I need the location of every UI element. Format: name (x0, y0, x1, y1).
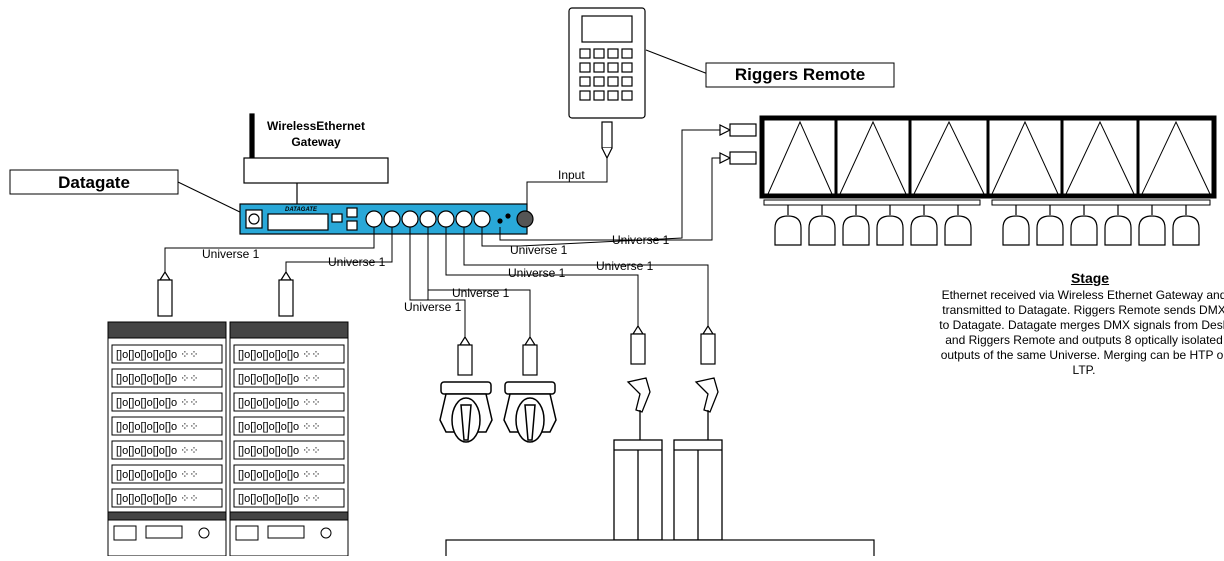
svg-text:[]o[]o[]o[]o[]o ⁘⁘: []o[]o[]o[]o[]o ⁘⁘ (238, 349, 321, 361)
svg-text:[]o[]o[]o[]o[]o ⁘⁘: []o[]o[]o[]o[]o ⁘⁘ (238, 397, 321, 409)
stage-description: Ethernet received via Wireless Ethernet … (939, 288, 1224, 377)
datagate-icon (239, 203, 534, 235)
svg-text:[]o[]o[]o[]o[]o ⁘⁘: []o[]o[]o[]o[]o ⁘⁘ (238, 493, 321, 505)
universe-label-5: Universe 1 (508, 266, 566, 280)
input-label: Input (558, 168, 585, 182)
universe-label-3: Universe 1 (510, 243, 568, 257)
svg-text:[]o[]o[]o[]o[]o ⁘⁘: []o[]o[]o[]o[]o ⁘⁘ (116, 397, 199, 409)
wireless-gateway-label-1: WirelessEthernet (267, 119, 365, 133)
svg-text:[]o[]o[]o[]o[]o ⁘⁘: []o[]o[]o[]o[]o ⁘⁘ (116, 373, 199, 385)
xlr-connector-icon (457, 335, 538, 376)
wireless-gateway-label-2: Gateway (291, 135, 341, 149)
dimmer-rack-glyphs: []o[]o[]o[]o[]o ⁘⁘ []o[]o[]o[]o[]o ⁘⁘ []… (116, 349, 321, 505)
riggers-remote-label: Riggers Remote (735, 65, 865, 84)
scanner-icon (673, 377, 723, 541)
datagate-leader (177, 181, 245, 215)
svg-text:[]o[]o[]o[]o[]o ⁘⁘: []o[]o[]o[]o[]o ⁘⁘ (238, 373, 321, 385)
xlr-connector-icon (630, 324, 716, 365)
xlr-connector-icon (601, 121, 613, 160)
riggers-remote-box (705, 62, 895, 88)
datagate-device-label: DATAGATE (285, 207, 318, 213)
truss-icon (759, 115, 1217, 206)
svg-text:[]o[]o[]o[]o[]o ⁘⁘: []o[]o[]o[]o[]o ⁘⁘ (116, 469, 199, 481)
universe-label-2: Universe 1 (328, 255, 386, 269)
par-can-icon (774, 205, 1200, 246)
datagate-label: Datagate (58, 173, 130, 192)
universe-label-1: Universe 1 (202, 247, 260, 261)
svg-text:[]o[]o[]o[]o[]o ⁘⁘: []o[]o[]o[]o[]o ⁘⁘ (238, 469, 321, 481)
dimmer-rack-icon (229, 321, 349, 557)
rigger-remote-icon (568, 7, 646, 119)
input-cable (526, 158, 608, 204)
moving-head-icon (503, 381, 557, 443)
svg-text:[]o[]o[]o[]o[]o ⁘⁘: []o[]o[]o[]o[]o ⁘⁘ (116, 493, 199, 505)
universe-label-7: Universe 1 (452, 286, 510, 300)
datagate-box (9, 169, 179, 195)
riggers-remote-leader (645, 49, 709, 75)
dimmer-rack-icon (107, 321, 227, 557)
svg-text:[]o[]o[]o[]o[]o ⁘⁘: []o[]o[]o[]o[]o ⁘⁘ (116, 445, 199, 457)
moving-head-icon (439, 381, 493, 443)
stage-title: Stage (1070, 270, 1110, 286)
universe-label-8: Universe 1 (404, 300, 462, 314)
svg-text:[]o[]o[]o[]o[]o ⁘⁘: []o[]o[]o[]o[]o ⁘⁘ (238, 445, 321, 457)
svg-text:[]o[]o[]o[]o[]o ⁘⁘: []o[]o[]o[]o[]o ⁘⁘ (116, 349, 199, 361)
xlr-connector-icon (157, 270, 294, 317)
universe-label-4: Universe 1 (612, 233, 670, 247)
universe-label-6: Universe 1 (596, 259, 654, 273)
xlr-connector-icon (719, 123, 757, 165)
svg-text:[]o[]o[]o[]o[]o ⁘⁘: []o[]o[]o[]o[]o ⁘⁘ (116, 421, 199, 433)
wireless-gateway-icon (243, 113, 389, 204)
svg-text:[]o[]o[]o[]o[]o ⁘⁘: []o[]o[]o[]o[]o ⁘⁘ (238, 421, 321, 433)
caption-box (445, 539, 875, 561)
scanner-icon (613, 377, 663, 541)
